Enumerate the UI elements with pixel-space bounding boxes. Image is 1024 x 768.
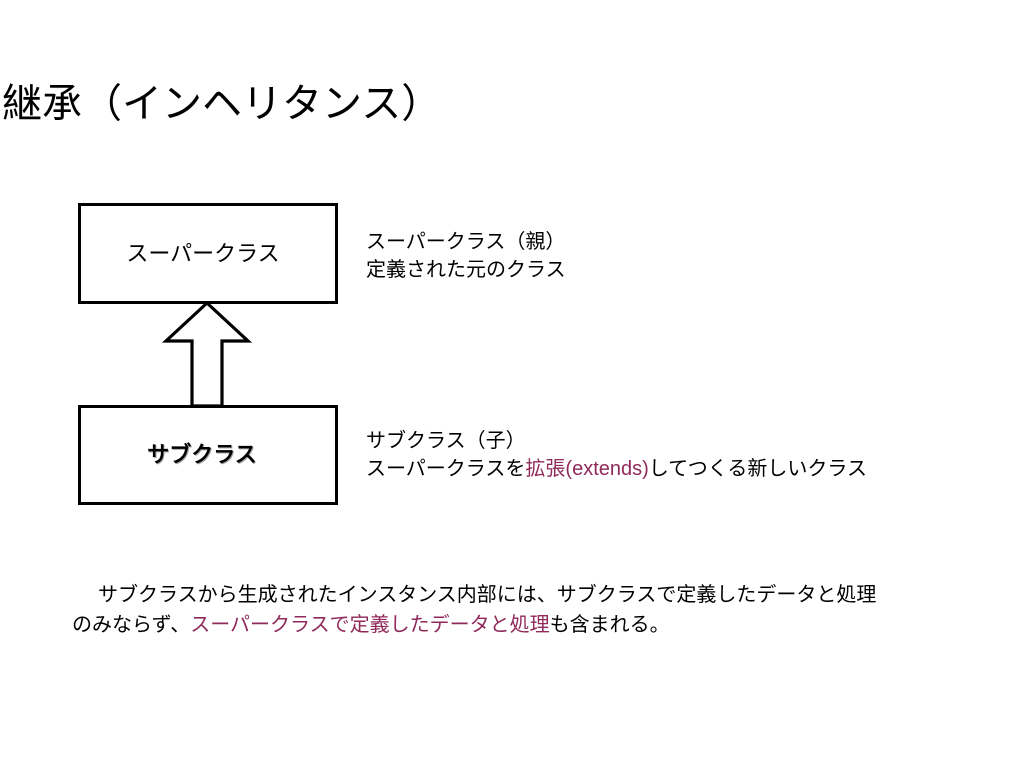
subclass-annotation-line-2-prefix: スーパークラスを [366,458,526,480]
summary-line-2-suffix: も含まれる。 [549,614,670,636]
summary-line-1: サブクラスから生成されたインスタンス内部には、サブクラスで定義したデータと処理 [72,580,962,610]
summary-line-2: のみならず、スーパークラスで定義したデータと処理も含まれる。 [72,610,962,640]
superclass-annotation: スーパークラス（親） 定義された元のクラス [366,228,566,284]
page-title: 継承（インヘリタンス） [2,82,442,126]
summary-paragraph: サブクラスから生成されたインスタンス内部には、サブクラスで定義したデータと処理 … [72,580,962,640]
superclass-box: スーパークラス [78,203,338,304]
superclass-annotation-line-1: スーパークラス（親） [366,231,566,253]
superclass-annotation-line-2: 定義された元のクラス [366,259,566,281]
subclass-annotation-line-1: サブクラス（子） [366,430,526,452]
superclass-box-label: スーパークラス [126,240,280,266]
arrow-outline [161,300,252,408]
summary-line-2-accent: スーパークラスで定義したデータと処理 [190,614,550,636]
subclass-annotation-line-2: スーパークラスを拡張(extends)してつくる新しいクラス [366,455,867,483]
summary-line-1-text: サブクラスから生成されたインスタンス内部には、サブクラスで定義したデータと処理 [98,584,877,606]
subclass-annotation-extends-keyword: 拡張(extends) [525,458,649,480]
subclass-box-label: サブクラス [147,442,257,467]
generalization-arrow-icon [161,300,252,408]
subclass-annotation-line-2-suffix: してつくる新しいクラス [648,458,867,480]
subclass-annotation: サブクラス（子） スーパークラスを拡張(extends)してつくる新しいクラス [366,427,867,483]
summary-line-2-prefix: のみならず、 [72,614,191,636]
subclass-box: サブクラス [78,405,338,505]
